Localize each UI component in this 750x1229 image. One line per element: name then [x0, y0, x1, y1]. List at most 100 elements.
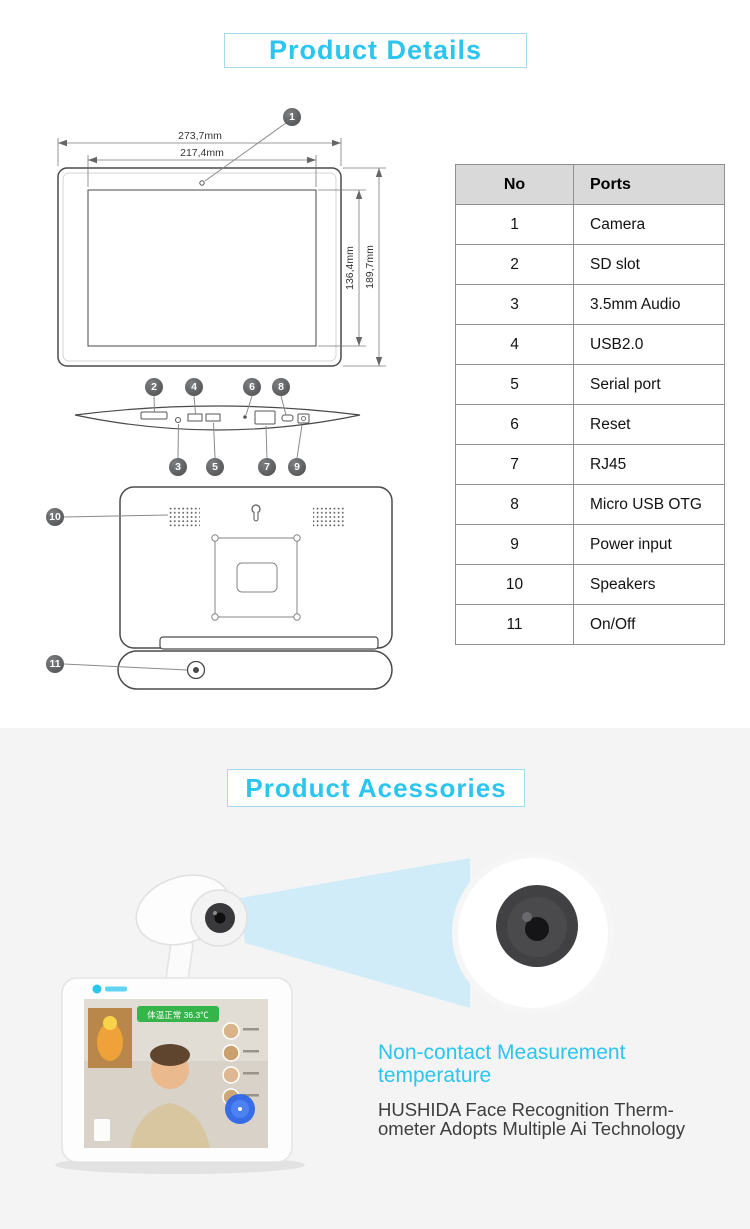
ports-table-header-no: No: [455, 164, 574, 205]
port-name: Speakers: [573, 564, 725, 605]
dim-outer-width-label: 273,7mm: [178, 130, 222, 142]
port-no: 10: [455, 564, 574, 605]
avatar: [222, 1066, 240, 1084]
audio-jack: [175, 417, 181, 423]
accessories-subtext: HUSHIDA Face Recognition Therm- ometer A…: [378, 1100, 685, 1138]
product-accessories-title-box: Product Acessories: [227, 769, 525, 807]
callout-9: 9: [288, 458, 306, 476]
callout-1: 1: [283, 108, 301, 126]
callout-10: 10: [46, 508, 64, 526]
power-jack: [297, 413, 310, 424]
speaker-grille-left: [168, 506, 200, 528]
callout-number: 1: [289, 111, 295, 123]
callout-4: 4: [185, 378, 203, 396]
callout-3: 3: [169, 458, 187, 476]
port-name: Reset: [573, 404, 725, 445]
device-diagram-svg: 273,7mm 217,4mm 136,4mm 189,7mm: [57, 122, 393, 690]
rj45-port: [254, 410, 276, 425]
port-no: 9: [455, 524, 574, 565]
port-no: 1: [455, 204, 574, 245]
port-name: Serial port: [573, 364, 725, 405]
product-details-title: Product Details: [268, 35, 483, 65]
port-name: RJ45: [573, 444, 725, 485]
callout-2: 2: [145, 378, 163, 396]
thermal-preview: [88, 1008, 132, 1068]
usb-port: [187, 413, 203, 422]
screen-card: [94, 1119, 110, 1141]
brand-logo-icon: [92, 984, 102, 994]
headline-line-2: temperature: [378, 1064, 492, 1087]
callout-number: 11: [49, 658, 61, 670]
front-view: [57, 167, 342, 367]
zoom-lens-hole: [525, 917, 549, 941]
device-diagram: 273,7mm 217,4mm 136,4mm 189,7mm: [30, 95, 450, 710]
subtext-line-1: HUSHIDA Face Recognition Therm-: [378, 1099, 674, 1120]
back-view: [119, 486, 393, 649]
dim-screen-width-label: 217,4mm: [180, 147, 224, 159]
accessories-illustration: 体温正常 36.3℃: [55, 852, 614, 1174]
callout-number: 5: [212, 461, 218, 473]
port-name: SD slot: [573, 244, 725, 285]
avatar: [222, 1044, 240, 1062]
zoom-circle: [452, 852, 614, 1014]
port-no: 3: [455, 284, 574, 325]
port-no: 6: [455, 404, 574, 445]
sd-slot: [140, 411, 168, 420]
temperature-badge: 体温正常 36.3℃: [137, 1006, 219, 1022]
subtext-line-2: ometer Adopts Multiple Ai Technology: [378, 1118, 686, 1139]
port-name: On/Off: [573, 604, 725, 645]
accessories-headline: Non-contact Measurement temperature: [378, 1041, 625, 1087]
vesa-mount: [214, 537, 298, 618]
dimension-lines: [57, 138, 386, 367]
callout-number: 6: [249, 381, 255, 393]
callout-number: 10: [49, 511, 61, 523]
temperature-badge-text: 体温正常 36.3℃: [147, 1010, 209, 1020]
stand-view: [117, 636, 393, 690]
serial-port: [205, 413, 221, 422]
micro-usb-port: [281, 414, 294, 422]
callout-6: 6: [243, 378, 261, 396]
callout-7: 7: [258, 458, 276, 476]
port-no: 11: [455, 604, 574, 645]
port-name: USB2.0: [573, 324, 725, 365]
callout-11: 11: [46, 655, 64, 673]
port-name: Micro USB OTG: [573, 484, 725, 525]
callout-leaders: [63, 122, 303, 671]
headline-line-1: Non-contact Measurement: [378, 1041, 626, 1064]
zoom-beam: [240, 858, 470, 1008]
port-no: 7: [455, 444, 574, 485]
ports-table-header-ports: Ports: [573, 164, 725, 205]
dimension-arrows: [58, 139, 383, 366]
callout-number: 7: [264, 461, 270, 473]
dim-outer-height-label: 189,7mm: [364, 245, 376, 289]
product-details-title-box: Product Details: [224, 33, 527, 68]
port-no: 5: [455, 364, 574, 405]
port-no: 4: [455, 324, 574, 365]
tablet-device: 体温正常 36.3℃: [55, 977, 305, 1174]
dim-screen-height-label: 136,4mm: [344, 246, 356, 290]
port-no: 2: [455, 244, 574, 285]
person-photo: [130, 1044, 210, 1148]
port-name: Power input: [573, 524, 725, 565]
product-accessories-title: Product Acessories: [245, 772, 507, 803]
callout-number: 3: [175, 461, 181, 473]
product-accessories-section: 体温正常 36.3℃: [0, 728, 750, 1229]
reset-hole: [243, 415, 247, 419]
avatar: [222, 1022, 240, 1040]
port-name: Camera: [573, 204, 725, 245]
callout-number: 4: [191, 381, 197, 393]
callout-number: 8: [278, 381, 284, 393]
callout-5: 5: [206, 458, 224, 476]
callout-number: 9: [294, 461, 300, 473]
